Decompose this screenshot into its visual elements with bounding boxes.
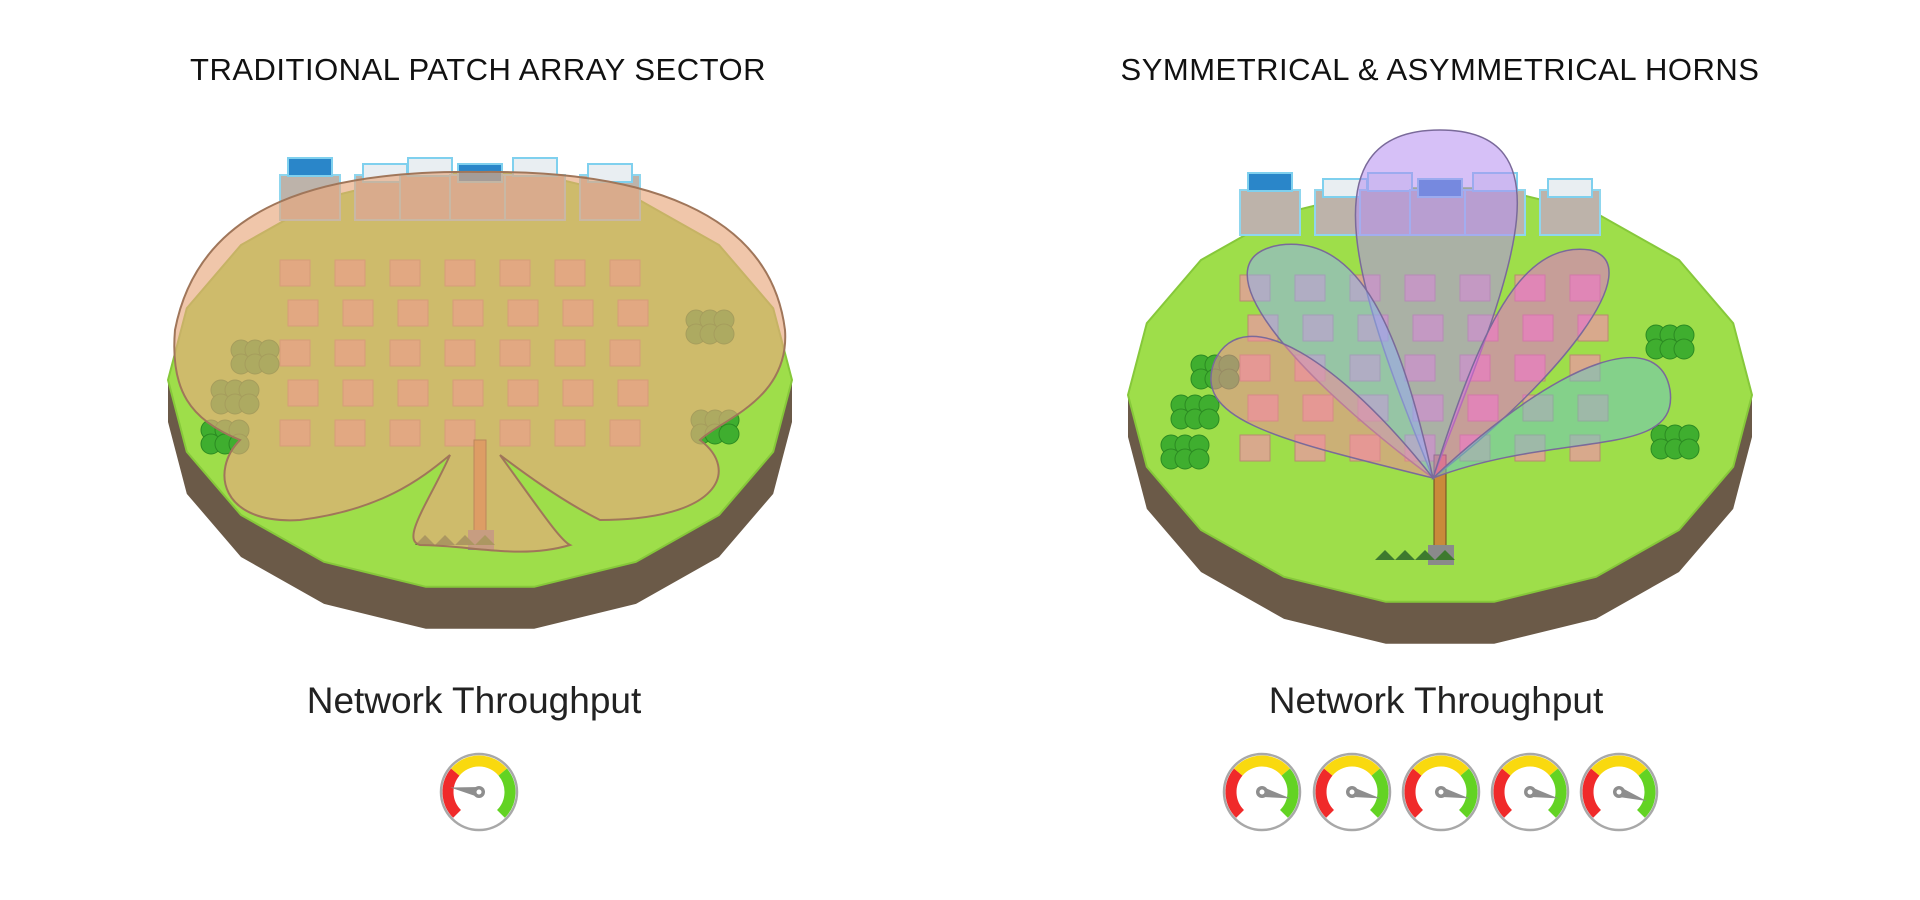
right-panel-title: SYMMETRICAL & ASYMMETRICAL HORNS (1120, 52, 1760, 87)
gauge-yellow-zone (451, 755, 507, 776)
gauge-needle (1528, 787, 1559, 799)
left-panel-title: TRADITIONAL PATCH ARRAY SECTOR (190, 52, 766, 87)
soil-side (1128, 395, 1752, 644)
apartment-building (1239, 189, 1301, 236)
throughput-gauge (1401, 752, 1481, 832)
gauge-green-zone (1279, 768, 1299, 818)
gauge-hub-center (476, 789, 482, 795)
tree (1198, 408, 1220, 430)
gauge-needle (450, 787, 480, 797)
gauge-yellow-zone (1502, 755, 1558, 776)
fence (1375, 550, 1455, 560)
gauge-hub-center (1616, 789, 1622, 795)
gauge-yellow-zone (1324, 755, 1380, 776)
tree (1673, 338, 1695, 360)
gauge-red-zone (1315, 768, 1335, 818)
gauge-hub-center (1438, 789, 1444, 795)
tree (1188, 448, 1210, 470)
sector-coverage-pattern (173, 170, 787, 553)
gauge-needle (1439, 787, 1470, 799)
gauge-hub-center (1349, 789, 1355, 795)
gauge-green-zone (496, 768, 516, 818)
gauge-green-zone (1636, 768, 1656, 818)
tree (718, 423, 740, 445)
gauge-green-zone (1547, 768, 1567, 818)
horn-beam-right-upper (1431, 248, 1610, 481)
rooftop (1247, 172, 1293, 192)
house (1239, 434, 1271, 462)
gauge-green-zone (1458, 768, 1478, 818)
horn-beam-right (1432, 356, 1672, 479)
rooftop (287, 157, 333, 177)
throughput-gauge (439, 752, 519, 832)
tree (1678, 438, 1700, 460)
throughput-gauge (1222, 752, 1302, 832)
gauge-yellow-zone (1413, 755, 1469, 776)
right-throughput-label: Network Throughput (1268, 680, 1604, 721)
gauge-yellow-zone (1234, 755, 1290, 776)
gauge-red-zone (442, 768, 462, 818)
gauge-needle (1260, 787, 1291, 799)
left-throughput-label: Network Throughput (306, 680, 642, 721)
gauge-red-zone (1225, 768, 1245, 818)
gauge-red-zone (1404, 768, 1424, 818)
gauge-hub-center (1527, 789, 1533, 795)
throughput-gauge (1312, 752, 1392, 832)
throughput-gauge (1579, 752, 1659, 832)
gauge-red-zone (1493, 768, 1513, 818)
gauge-red-zone (1582, 768, 1602, 818)
gauge-hub-center (1259, 789, 1265, 795)
rooftop (1547, 178, 1593, 198)
horn-beam-left (1210, 335, 1435, 480)
soil-side (168, 380, 792, 629)
throughput-gauge (1490, 752, 1570, 832)
gauge-needle (1350, 787, 1381, 799)
gauge-green-zone (1369, 768, 1389, 818)
gauge-yellow-zone (1591, 755, 1647, 776)
